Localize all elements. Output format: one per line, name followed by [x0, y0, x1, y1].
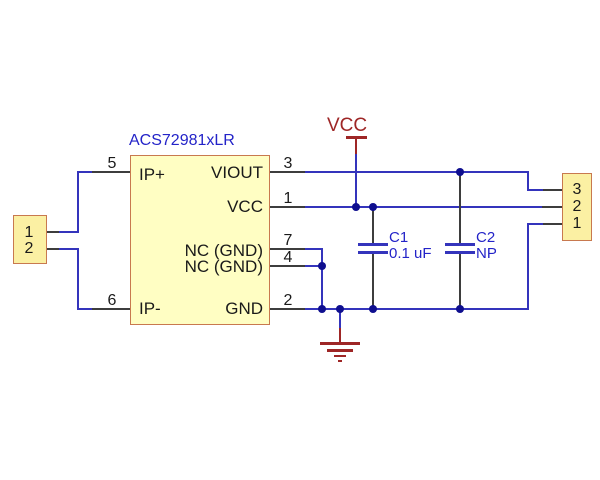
- wire: [305, 171, 529, 173]
- wire: [305, 265, 323, 267]
- wire: [59, 231, 79, 233]
- ic-pin-number-3: 3: [283, 155, 293, 172]
- ic-pin-label-ip-plus: IP+: [139, 165, 165, 184]
- ic-title: ACS72981xLR: [129, 132, 235, 149]
- wire: [321, 248, 323, 310]
- junction-dot: [336, 305, 344, 313]
- junction-dot: [352, 203, 360, 211]
- ground-symbol-bar1: [320, 342, 360, 345]
- wire: [527, 171, 529, 191]
- right-connector-pin-3: 3: [572, 181, 582, 198]
- wire: [77, 171, 94, 173]
- ground-symbol-bar3: [334, 355, 346, 357]
- left-connector-body: [13, 215, 47, 264]
- wire: [527, 189, 543, 191]
- wire: [305, 248, 323, 250]
- ic-pin-number-6: 6: [107, 292, 117, 309]
- ic-body: [130, 155, 270, 325]
- right-connector-body: [562, 173, 592, 241]
- ic-pin-label-nc1: NC (GND): [184, 241, 263, 260]
- pin-stub: [270, 248, 305, 250]
- c1-name: C1: [389, 229, 409, 246]
- pin-stub: [270, 308, 305, 310]
- wire: [355, 154, 357, 208]
- left-connector-pin-2: 2: [24, 240, 34, 257]
- wire: [59, 248, 79, 250]
- pin-stub: [270, 206, 305, 208]
- vcc-symbol-stub: [355, 138, 357, 154]
- wire: [77, 248, 79, 310]
- ic-pin-label-viout: VIOUT: [211, 163, 263, 182]
- junction-dot: [369, 203, 377, 211]
- wire: [77, 308, 94, 310]
- ic-pin-number-7: 7: [283, 232, 293, 249]
- ic-pin-number-1: 1: [283, 190, 293, 207]
- ground-symbol-stub: [339, 328, 341, 344]
- capacitor-plate: [358, 243, 388, 246]
- vcc-supply-label: VCC: [326, 115, 368, 136]
- ic-pin-label-ip-minus: IP-: [139, 299, 161, 318]
- pin-stub: [542, 206, 562, 208]
- vcc-symbol-bar: [346, 136, 367, 139]
- ic-pin-number-2: 2: [283, 292, 293, 309]
- capacitor-lead: [372, 208, 374, 244]
- junction-dot: [318, 305, 326, 313]
- left-connector-pin-1: 1: [24, 224, 34, 241]
- ic-pin-label-gnd: GND: [225, 299, 263, 318]
- c2-value: NP: [476, 245, 497, 262]
- ic-pin-number-5: 5: [107, 155, 117, 172]
- ground-symbol-bar4: [338, 360, 342, 362]
- wire: [77, 171, 79, 233]
- junction-dot: [456, 168, 464, 176]
- ic-pin-number-4: 4: [283, 249, 293, 266]
- pin-stub: [92, 171, 130, 173]
- wire: [339, 308, 341, 328]
- junction-dot: [456, 305, 464, 313]
- ic-pin-label-vcc: VCC: [227, 197, 263, 216]
- capacitor-plate: [445, 251, 475, 254]
- pin-stub: [92, 308, 130, 310]
- capacitor-lead: [372, 254, 374, 308]
- pin-stub: [543, 189, 562, 191]
- junction-dot: [318, 262, 326, 270]
- capacitor-plate: [358, 251, 388, 254]
- wire: [305, 308, 529, 310]
- c2-name: C2: [476, 229, 496, 246]
- capacitor-lead: [459, 174, 461, 244]
- pin-stub: [270, 171, 305, 173]
- right-connector-pin-1: 1: [572, 215, 582, 232]
- ground-symbol-bar2: [327, 349, 353, 352]
- pin-stub: [270, 265, 305, 267]
- right-connector-pin-2: 2: [572, 198, 582, 215]
- junction-dot: [369, 305, 377, 313]
- pin-stub: [47, 248, 59, 250]
- capacitor-plate: [445, 243, 475, 246]
- wire: [527, 223, 543, 225]
- wire: [527, 223, 529, 310]
- wire: [305, 206, 542, 208]
- capacitor-lead: [459, 254, 461, 308]
- pin-stub: [47, 231, 59, 233]
- ic-pin-label-nc2: NC (GND): [184, 257, 263, 276]
- pin-stub: [543, 223, 562, 225]
- c1-value: 0.1 uF: [389, 245, 432, 262]
